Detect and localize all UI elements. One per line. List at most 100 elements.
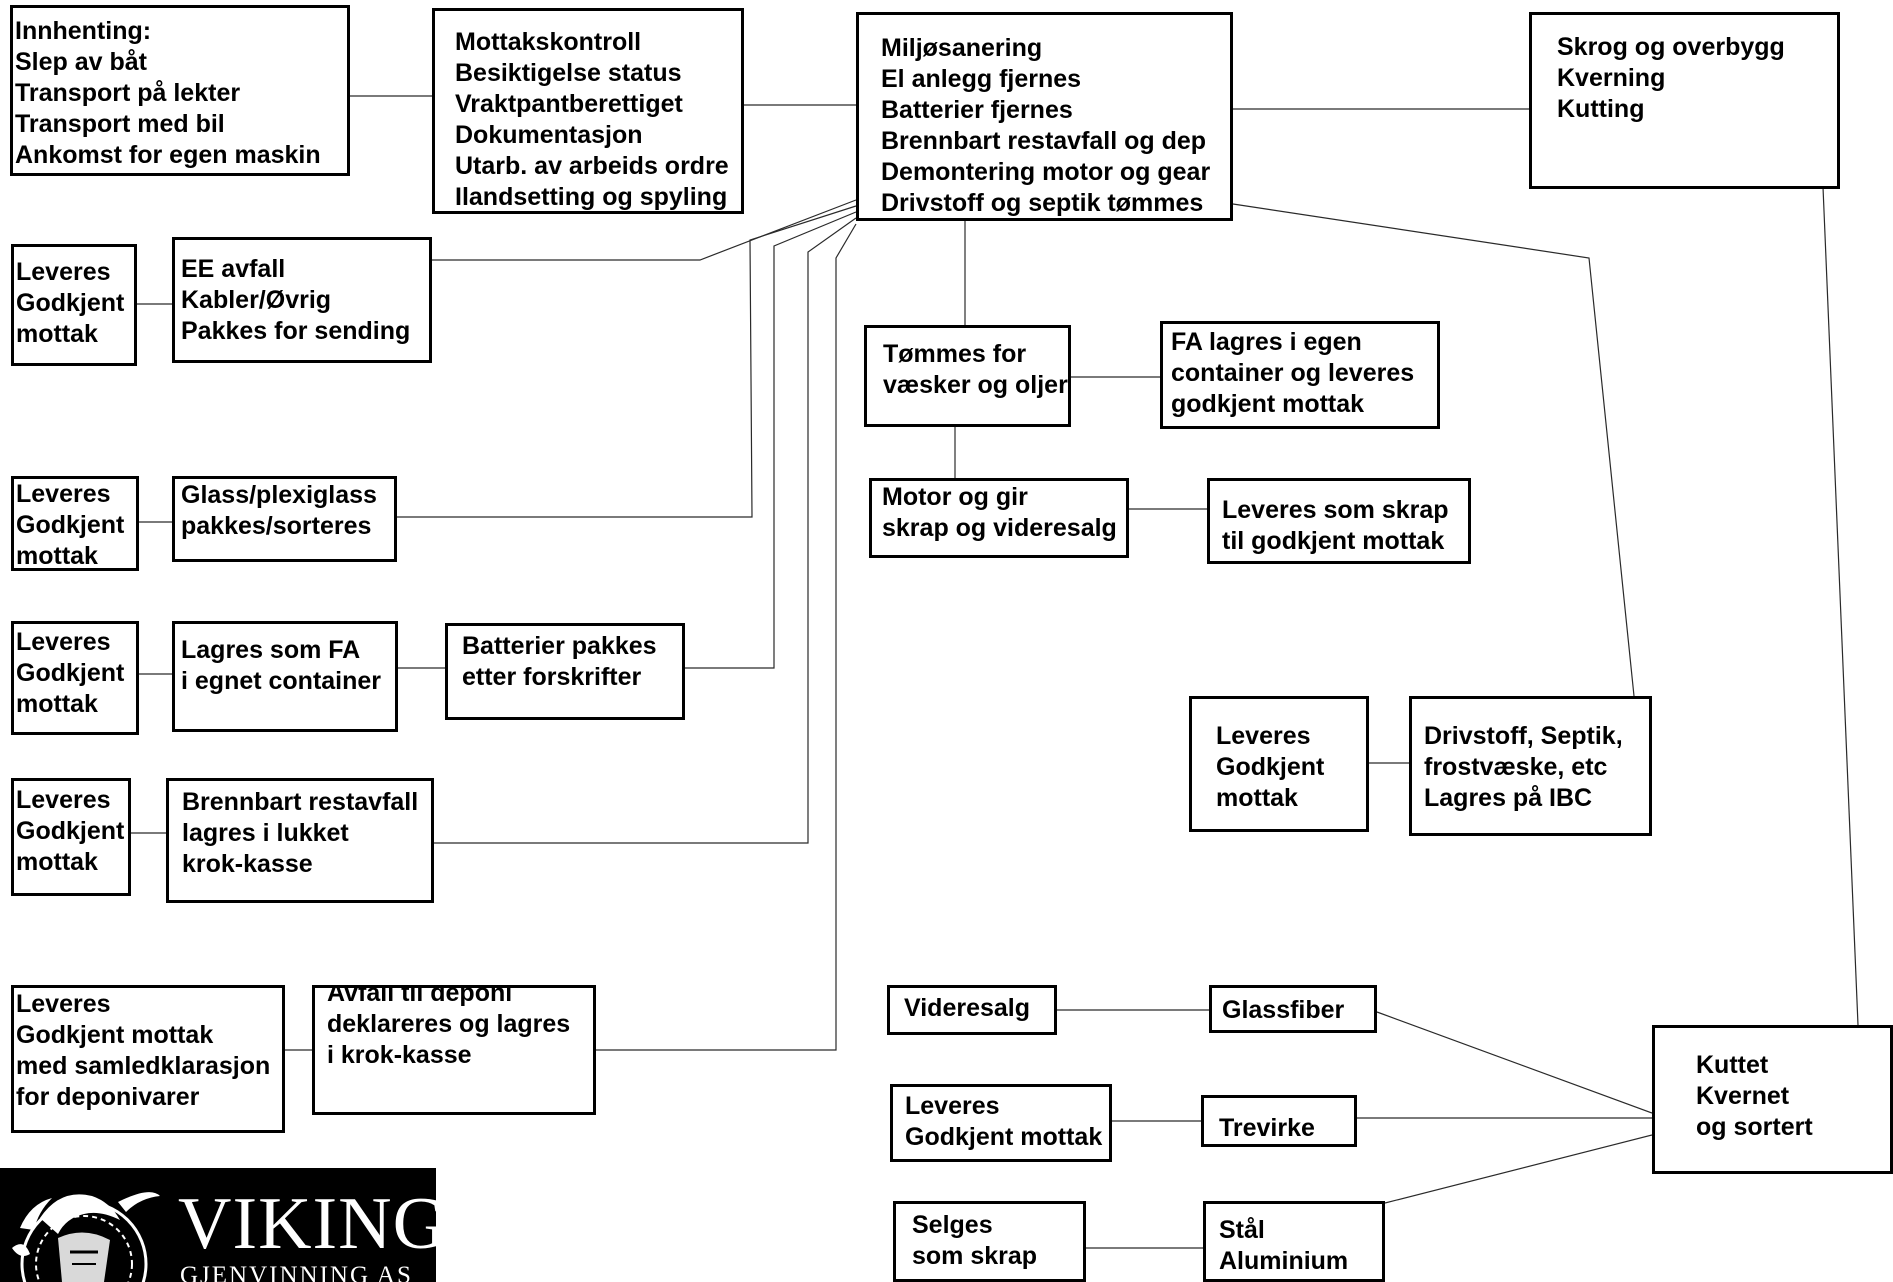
box-line: Drivstoff og septik tømmes (881, 189, 1204, 217)
box-line: frostvæske, etc (1424, 753, 1608, 781)
box-line: etter forskrifter (462, 663, 642, 691)
box-lagres-som-fa: Lagres som FA i egnet container (172, 621, 398, 732)
box-line: skrap og videresalg (882, 514, 1117, 542)
box-line: Demontering motor og gear (881, 158, 1211, 186)
box-avfall-til-deponi: Avfall til deponi deklareres og lagres i… (312, 985, 596, 1115)
connector-glassfiber-kuttet (1376, 1011, 1653, 1114)
box-line: Motor og gir (882, 483, 1028, 511)
box-line: mottak (16, 690, 98, 718)
box-glass-plexiglass: Glass/plexiglass pakkes/sorteres (172, 476, 397, 562)
box-line: mottak (16, 848, 98, 876)
box-line: Transport på lekter (15, 79, 241, 107)
box-leveres-godkjent-trevirke: Leveres Godkjent mottak (890, 1084, 1112, 1162)
box-leveres-godkjent-glass: Leveres Godkjent mottak (11, 476, 139, 571)
box-line: Leveres (905, 1092, 1000, 1120)
box-line: Videresalg (904, 994, 1031, 1022)
box-trevirke: Trevirke (1201, 1095, 1357, 1147)
box-kuttet-kvernet: Kuttet Kvernet og sortert (1652, 1025, 1893, 1174)
box-line: Kverning (1557, 64, 1666, 92)
box-line: EE avfall (181, 255, 286, 283)
box-line: Ankomst for egen maskin (15, 141, 321, 169)
box-line: Kuttet (1696, 1051, 1769, 1079)
box-line: Godkjent (16, 289, 125, 317)
box-line: Godkjent (16, 511, 125, 539)
box-line: til godkjent mottak (1222, 527, 1445, 555)
box-line: Kvernet (1696, 1082, 1790, 1110)
box-line: mottak (16, 320, 98, 348)
box-glassfiber: Glassfiber (1209, 985, 1377, 1033)
box-line: El anlegg fjernes (881, 65, 1082, 93)
connector-miljo-batterier (685, 211, 857, 669)
box-line: og sortert (1696, 1113, 1813, 1141)
box-motor-og-gir: Motor og gir skrap og videresalg (869, 478, 1129, 558)
box-tommes-for-vasker: Tømmes for væsker og oljer (864, 325, 1071, 427)
box-line: Aluminium (1219, 1247, 1349, 1275)
box-leveres-godkjent-brennbart: Leveres Godkjent mottak (11, 778, 131, 896)
box-batterier-pakkes: Batterier pakkes etter forskrifter (445, 623, 685, 720)
box-line: Leveres (1216, 722, 1311, 750)
box-videresalg: Videresalg (887, 985, 1057, 1035)
box-line: krok-kasse (182, 850, 313, 878)
box-line: Trevirke (1219, 1114, 1315, 1142)
box-line: Tømmes for (883, 340, 1027, 368)
box-miljosanering: Miljøsanering El anlegg fjernes Batterie… (856, 12, 1233, 221)
box-stal-aluminium: Stål Aluminium (1203, 1201, 1385, 1282)
box-line: lagres i lukket (182, 819, 349, 847)
box-brennbart-restavfall: Brennbart restavfall lagres i lukket kro… (166, 778, 434, 903)
connector-miljo-glass (397, 205, 857, 518)
box-line: Leveres som skrap (1222, 496, 1449, 524)
box-line: Lagres på IBC (1424, 784, 1593, 812)
box-line: med samledklarasjon (16, 1052, 271, 1080)
logo-title: VIKING (178, 1183, 436, 1265)
box-mottakskontroll: Mottakskontroll Besiktigelse status Vrak… (432, 8, 744, 214)
box-line: Leveres (16, 786, 111, 814)
viking-emblem-icon (12, 1192, 160, 1282)
box-line: for deponivarer (16, 1083, 200, 1111)
box-line: Kabler/Øvrig (181, 286, 332, 314)
box-line: Vraktpantberettiget (455, 90, 683, 118)
box-leveres-godkjent-deponi: Leveres Godkjent mottak med samledklaras… (11, 985, 285, 1133)
box-line: container og leveres (1171, 359, 1415, 387)
box-line: pakkes/sorteres (181, 512, 372, 540)
box-leveres-godkjent-batterier: Leveres Godkjent mottak (11, 621, 139, 735)
box-line: Utarb. av arbeids ordre (455, 152, 729, 180)
box-leveres-godkjent-ee: Leveres Godkjent mottak (11, 244, 137, 366)
box-line: Godkjent mottak (905, 1123, 1103, 1151)
box-line: Transport med bil (15, 110, 225, 138)
box-line: Brennbart restavfall og dep (881, 127, 1207, 155)
box-line: Glass/plexiglass (181, 481, 377, 509)
box-fa-lagres: FA lagres i egen container og leveres go… (1160, 321, 1440, 429)
box-line: mottak (16, 542, 98, 570)
box-line: mottak (1216, 784, 1298, 812)
box-selges-som-skrap: Selges som skrap (893, 1201, 1086, 1282)
connector-skrog-kuttet (1822, 186, 1859, 1026)
box-line: Brennbart restavfall (182, 788, 419, 816)
box-leveres-godkjent-drivstoff: Leveres Godkjent mottak (1189, 696, 1369, 832)
box-line: Mottakskontroll (455, 28, 642, 56)
box-line: Dokumentasjon (455, 121, 643, 149)
box-line: Stål (1219, 1216, 1265, 1244)
box-line: Drivstoff, Septik, (1424, 722, 1623, 750)
connector-stal-kuttet (1384, 1134, 1653, 1204)
box-line: Avfall til deponi (327, 985, 513, 1007)
connector-miljo-brennbart (434, 217, 857, 844)
box-line: Pakkes for sending (181, 317, 411, 345)
box-line: Selges (912, 1211, 993, 1239)
box-drivstoff-septik: Drivstoff, Septik, frostvæske, etc Lagre… (1409, 696, 1652, 836)
box-line: Batterier fjernes (881, 96, 1073, 124)
box-line: Godkjent (1216, 753, 1325, 781)
box-line: Leveres (16, 990, 111, 1018)
box-line: Ilandsetting og spyling (455, 183, 728, 211)
box-line: deklareres og lagres (327, 1010, 571, 1038)
box-line: Leveres (16, 480, 111, 508)
box-line: Slep av båt (15, 48, 147, 76)
box-line: godkjent mottak (1171, 390, 1365, 418)
box-line: i krok-kasse (327, 1041, 472, 1069)
box-line: Godkjent (16, 817, 125, 845)
logo-subtitle: GJENVINNING AS (180, 1262, 413, 1282)
box-line: Leveres (16, 628, 111, 656)
box-line: i egnet container (181, 667, 382, 695)
box-line: Glassfiber (1222, 996, 1345, 1024)
box-line: væsker og oljer (883, 371, 1068, 399)
box-line: Skrog og overbygg (1557, 33, 1785, 61)
